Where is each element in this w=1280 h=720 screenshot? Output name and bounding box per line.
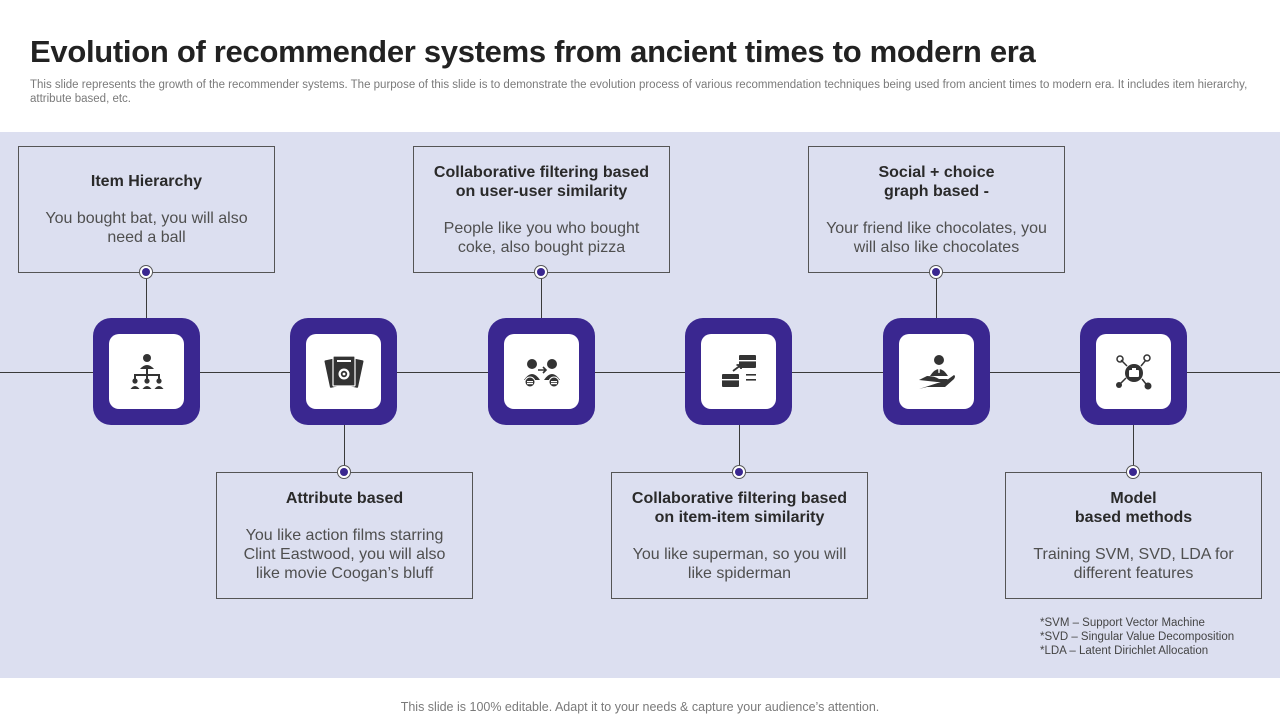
stage-description: You bought bat, you will also need a bal…	[45, 210, 248, 246]
document-settings-icon	[324, 354, 363, 388]
box-transfer-icon	[721, 354, 756, 387]
stage-card-model-based: Model based methods Training SVM, SVD, L…	[1005, 472, 1262, 599]
user-exchange-icon	[523, 358, 560, 387]
stage-node-attribute-based	[290, 318, 397, 425]
connector-dot	[534, 265, 548, 279]
stage-description: Your friend like chocolates, you will al…	[826, 219, 1047, 256]
hierarchy-icon	[130, 353, 163, 389]
stage-node-item-hierarchy	[93, 318, 200, 425]
note-svd: *SVD – Singular Value Decomposition	[1040, 631, 1235, 643]
connector-line	[344, 425, 345, 472]
stage-description: You like action films starring Clint Eas…	[243, 526, 446, 582]
connector-line	[1133, 425, 1134, 472]
content-band	[0, 132, 1280, 678]
connector-dot	[732, 465, 746, 479]
stage-node-model-based	[1080, 318, 1187, 425]
connector-dot	[929, 265, 943, 279]
stage-node-item-item-similarity	[685, 318, 792, 425]
stage-title: Collaborative filtering based on user-us…	[433, 163, 650, 200]
connector-line	[936, 272, 937, 320]
connector-dot	[1126, 465, 1140, 479]
stage-title: Collaborative filtering based on item-it…	[631, 489, 848, 526]
stage-card-item-hierarchy: Item Hierarchy You bought bat, you will …	[18, 146, 275, 273]
stage-description: People like you who bought coke, also bo…	[443, 219, 640, 256]
stage-card-item-item-similarity: Collaborative filtering based on item-it…	[611, 472, 868, 599]
stage-description: You like superman, so you will like spid…	[632, 545, 847, 582]
note-svm: *SVM – Support Vector Machine	[1040, 617, 1205, 629]
stage-node-user-user-similarity	[488, 318, 595, 425]
connector-line	[146, 272, 147, 320]
abbreviation-notes: *SVM – Support Vector Machine *SVD – Sin…	[1040, 616, 1234, 658]
stage-card-attribute-based: Attribute based You like action films st…	[216, 472, 473, 599]
slide-title: Evolution of recommender systems from an…	[30, 34, 1036, 69]
hand-user-icon	[918, 354, 955, 389]
stage-description: Training SVM, SVD, LDA for different fea…	[1033, 545, 1234, 582]
stage-title: Model based methods	[1074, 489, 1193, 526]
slide-subtitle: This slide represents the growth of the …	[30, 79, 1248, 105]
stage-card-social-choice-graph: Social + choice graph based - Your frien…	[808, 146, 1065, 273]
slide-footer: This slide is 100% editable. Adapt it to…	[400, 700, 880, 714]
stage-title: Item Hierarchy	[90, 173, 203, 190]
connector-dot	[337, 465, 351, 479]
stage-title: Social + choice graph based -	[878, 163, 995, 200]
network-briefcase-icon	[1115, 353, 1151, 389]
connector-dot	[139, 265, 153, 279]
connector-line	[541, 272, 542, 320]
note-lda: *LDA – Latent Dirichlet Allocation	[1040, 645, 1209, 657]
stage-node-social-choice-graph	[883, 318, 990, 425]
connector-line	[739, 425, 740, 472]
timeline-line	[0, 372, 1280, 373]
stage-title: Attribute based	[285, 489, 404, 507]
stage-card-user-user-similarity: Collaborative filtering based on user-us…	[413, 146, 670, 273]
